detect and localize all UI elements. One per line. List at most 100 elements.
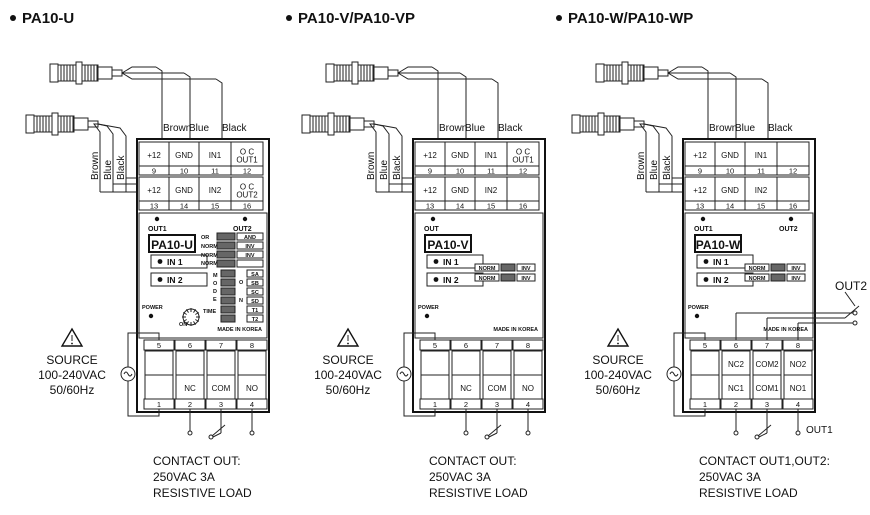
terminal-label: NC1 [728,384,745,393]
sensor-nut [75,61,83,85]
wire-label-side-black: Black [662,155,673,180]
wire-label-brown: Brown [709,123,737,134]
out2-label: OUT2 [779,226,798,233]
title-bullet [286,15,292,21]
switch-left-label: OR [201,235,209,241]
terminal-box [506,176,540,202]
contact-note-line-3: RESISTIVE LOAD [429,486,528,500]
terminal-number: 9 [698,167,702,176]
terminal-6: 6 [450,339,482,376]
dip-switch [220,296,236,305]
terminal-number-box [776,165,810,176]
switch-right-box [786,273,806,282]
terminal-5: 5 [143,339,175,376]
dip-switch [216,259,236,268]
terminal-box [776,176,810,202]
terminal-number: 10 [180,167,188,176]
terminal-label: COM [488,384,507,393]
dip-switch [216,232,236,241]
terminal-number: 4 [250,400,254,409]
terminal-box [776,141,810,167]
switch-right-box [246,269,264,278]
switch-left-label: NORM [749,276,766,282]
terminal-number: 6 [188,341,192,350]
power-label: POWER [688,305,709,311]
terminal-number: 11 [757,167,765,176]
input-label: IN 1 [443,257,459,267]
model-box [424,234,472,253]
sensor-tail [619,117,635,131]
terminal-number: 13 [150,202,158,211]
mode-letter: E [213,297,217,303]
terminal-number: 15 [487,202,495,211]
ac-wire [673,332,706,367]
source-line-1: SOURCE [322,353,373,367]
knob-tick [186,308,189,313]
switch-right-box [246,305,264,314]
switch-right-label: T1 [252,308,258,314]
terminal-number: 5 [703,341,707,350]
power-label-bg [141,301,171,311]
terminal-label: GND [721,186,739,195]
knob-tick [182,319,187,322]
sensor-2-wire [373,123,403,192]
out2-terminal-label: OUT2 [835,279,867,293]
sensor-1-wire [667,72,762,80]
terminal-2: NC2 [174,374,206,410]
sensor-face [49,63,59,83]
switch-right-box [516,263,536,272]
terminal-box [206,350,236,376]
sensor-tail [97,66,113,80]
terminal-number: 6 [464,341,468,350]
terminal-number: 3 [495,400,499,409]
terminal-5: 5 [419,339,451,376]
knob-tick [193,321,196,326]
terminal-1: 1 [689,374,721,410]
terminal-box [506,141,540,167]
terminal-box [237,350,267,376]
terminal-box [451,350,481,376]
input-led [433,259,439,264]
input-box-1 [426,254,484,269]
switch-on-mark: N [239,298,243,304]
sensor-1-wire [183,72,191,150]
contact-note-line-2: 250VAC 3A [429,470,491,484]
power-label-bg [417,301,447,311]
terminal-box [206,374,236,400]
terminal-number: 8 [526,341,530,350]
source-line-2: 100-240VAC [38,368,106,382]
terminal-box [714,176,746,202]
sensor-nut [51,112,59,136]
terminal-number: 7 [219,341,223,350]
terminal-number: 14 [726,202,734,211]
sensor-face [571,114,581,134]
contact-note-line-3: RESISTIVE LOAD [153,486,252,500]
out1-led [154,216,160,222]
terminal-box [513,350,543,376]
terminal-6: 6 [174,339,206,376]
terminal-box [690,350,720,376]
input-label: IN 2 [713,275,729,285]
sensor-1-wire [667,66,702,74]
switch-right-box [246,287,264,296]
terminal-number: 3 [765,400,769,409]
terminal-box [168,176,200,202]
model-box [694,234,742,253]
terminal-number: 13 [426,202,434,211]
terminal-label: NO1 [790,384,807,393]
diagram-title: PA10-V/PA10-VP [298,10,415,27]
terminal-2: NC2 [450,374,482,410]
wire-label-brown: Brown [439,123,467,134]
power-led [424,313,430,319]
sensor-1-wire [121,72,216,80]
terminal-box [175,374,205,400]
terminal-number: 15 [757,202,765,211]
terminal-box [420,374,450,400]
contact-note-line-3: RESISTIVE LOAD [699,486,798,500]
